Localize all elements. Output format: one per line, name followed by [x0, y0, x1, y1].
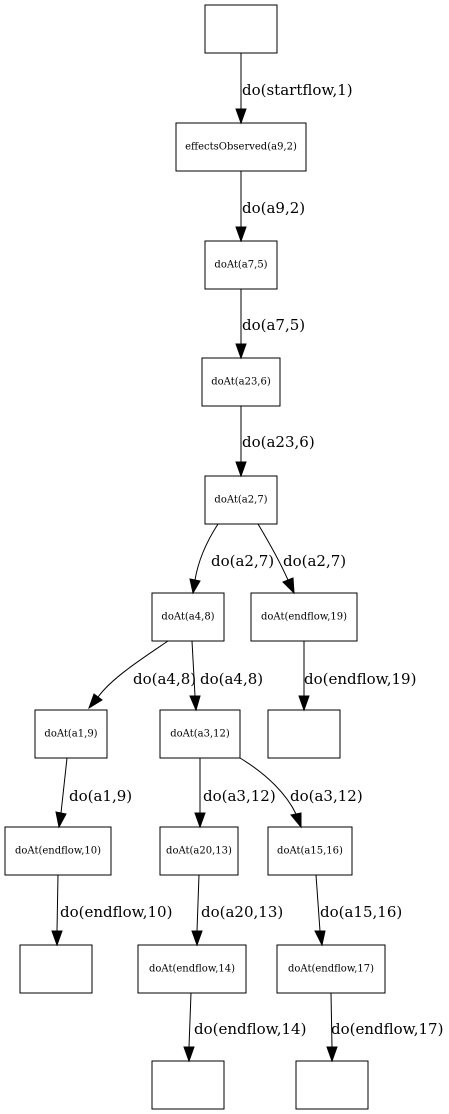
graph-edge: do(a3,12) — [194, 758, 276, 829]
edge-label: do(a2,7) — [283, 552, 346, 570]
edge-label: do(endflow,19) — [304, 670, 416, 688]
graph-edge: do(endflow,19) — [298, 641, 416, 712]
edge-label: do(a1,9) — [69, 787, 132, 805]
node-label: doAt(endflow,14) — [149, 964, 235, 975]
node-label: doAt(endflow,19) — [261, 612, 347, 623]
edge-label: do(a3,12) — [290, 787, 363, 805]
node-label: doAt(a3,12) — [170, 729, 230, 740]
graph-edge: do(a2,7) — [257, 523, 346, 595]
graph-node-endflow-14: doAt(endflow,14) — [137, 944, 247, 994]
graph-edge: do(endflow,17) — [326, 992, 443, 1063]
node-label: doAt(endflow,17) — [288, 964, 374, 975]
node-label: doAt(a1,9) — [44, 729, 97, 740]
graph-edge: do(a3,12) — [239, 757, 363, 829]
graph-node-start — [204, 4, 278, 54]
graph-edge: do(endflow,10) — [51, 874, 172, 947]
graph-edge: do(a20,13) — [191, 874, 283, 947]
node-label: doAt(endflow,10) — [15, 846, 101, 857]
graph-node-a4: doAt(a4,8) — [151, 592, 225, 642]
edge-label: do(endflow,17) — [331, 1020, 443, 1038]
graph-edge: do(a2,7) — [189, 523, 274, 595]
graph-edge: do(a9,2) — [235, 171, 305, 243]
node-label: doAt(a2,7) — [214, 495, 267, 506]
graph-node-end-c — [151, 1060, 225, 1110]
graph-node-a15: doAt(a15,16) — [267, 826, 353, 876]
edge-label: do(startflow,1) — [242, 81, 353, 99]
node-label: doAt(a15,16) — [277, 846, 343, 857]
graph-edge: do(a4,8) — [88, 640, 196, 710]
graph-edge: do(a7,5) — [235, 289, 305, 360]
graph-node-a23: doAt(a23,6) — [201, 357, 281, 407]
node-label: doAt(a20,13) — [166, 846, 232, 857]
node-label: doAt(a4,8) — [161, 612, 214, 623]
edge-label: do(endflow,10) — [60, 903, 172, 921]
graph-edge: do(endflow,14) — [183, 992, 306, 1063]
graph-edge: do(a15,16) — [314, 874, 402, 947]
graph-node-end-a — [267, 709, 341, 759]
node-label: effectsObserved(a9,2) — [185, 142, 297, 153]
node-label: doAt(a7,5) — [214, 260, 267, 271]
graph-node-a3: doAt(a3,12) — [159, 709, 241, 759]
graph-node-a20: doAt(a20,13) — [159, 826, 239, 876]
graph-node-effects-observed: effectsObserved(a9,2) — [175, 122, 307, 172]
edge-label: do(a15,16) — [320, 903, 402, 921]
graph-edge: do(startflow,1) — [235, 53, 353, 125]
edge-label: do(a4,8) — [133, 670, 196, 688]
edge-label: do(a23,6) — [242, 433, 315, 451]
graph-edge: do(a23,6) — [235, 406, 315, 478]
edge-label: do(a7,5) — [242, 316, 305, 334]
graph-edge: do(a4,8) — [189, 640, 263, 712]
edge-label: do(a2,7) — [211, 552, 274, 570]
graph-node-endflow-19: doAt(endflow,19) — [250, 592, 358, 642]
graph-node-end-b — [19, 944, 93, 994]
graph-node-a7: doAt(a7,5) — [204, 240, 278, 290]
node-label: doAt(a23,6) — [211, 377, 271, 388]
graph-node-a2: doAt(a2,7) — [204, 475, 278, 525]
edge-label: do(endflow,14) — [194, 1020, 306, 1038]
graph-node-endflow-17: doAt(endflow,17) — [276, 944, 386, 994]
graph-node-end-d — [295, 1060, 369, 1110]
edge-label: do(a20,13) — [201, 903, 283, 921]
graph-node-a1: doAt(a1,9) — [34, 709, 108, 759]
edge-label: do(a9,2) — [242, 199, 305, 217]
edge-label: do(a4,8) — [200, 670, 263, 688]
graph-edge: do(a1,9) — [55, 757, 132, 829]
graph-node-endflow-10: doAt(endflow,10) — [4, 826, 112, 876]
edge-label: do(a3,12) — [203, 787, 276, 805]
